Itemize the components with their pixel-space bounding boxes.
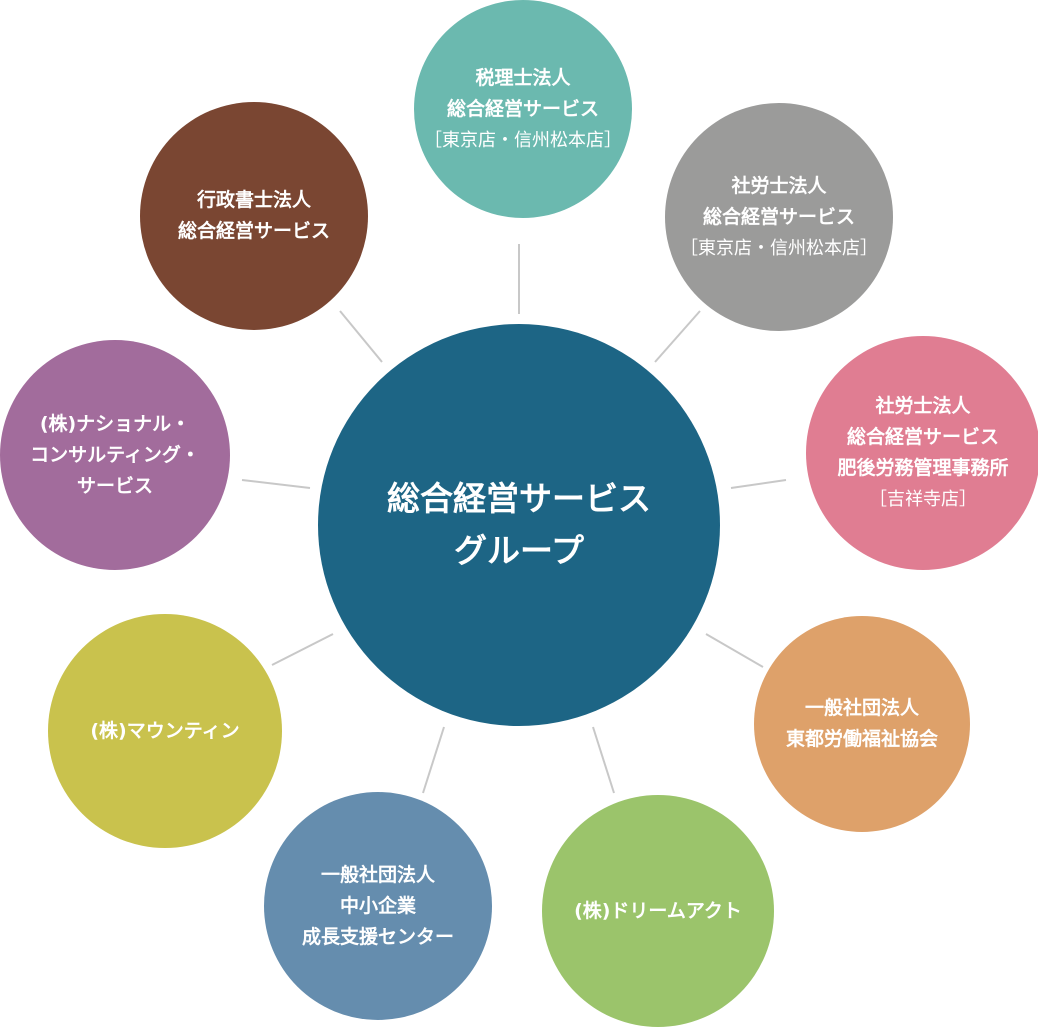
group-hub-circle: 総合経営サービス グループ [318, 324, 720, 726]
member-branch-note: ［東京店・信州松本店］ [424, 129, 622, 151]
member-label-line: (株)マウンティン [90, 719, 240, 742]
member-sharoushi-houjin-tokyo: 社労士法人 総合経営サービス ［東京店・信州松本店］ [665, 103, 893, 331]
member-label-line: 成長支援センター [301, 925, 454, 948]
member-touto-roudou-fukushi: 一般社団法人 東都労働福祉協会 [754, 616, 970, 832]
member-label-line: 中小企業 [339, 894, 416, 917]
connector-national [241, 479, 311, 489]
member-label-line: 社労士法人 [731, 174, 827, 197]
member-label-line: 肥後労務管理事務所 [837, 457, 1009, 479]
member-branch-note: ［東京店・信州松本店］ [680, 237, 878, 259]
member-label-line: コンサルティング・ [30, 443, 200, 466]
connector-sharoushi-higo [730, 479, 787, 489]
connector-sharoushi-tokyo [654, 310, 701, 363]
member-label-line: 総合経営サービス [446, 97, 599, 120]
member-label-line: 一般社団法人 [804, 697, 919, 719]
member-label-line: 総合経営サービス [702, 205, 855, 228]
connector-chusho [422, 726, 445, 794]
member-national-consulting: (株)ナショナル・ コンサルティング・ サービス [0, 340, 230, 570]
connector-mountain [271, 633, 334, 666]
member-chusho-kigyou-center: 一般社団法人 中小企業 成長支援センター [264, 792, 492, 1020]
connector-roufuku [705, 633, 764, 668]
member-branch-note: ［吉祥寺店］ [869, 489, 977, 510]
member-label-line: 行政書士法人 [196, 189, 311, 211]
member-label-line: 一般社団法人 [320, 863, 435, 886]
member-mountain: (株)マウンティン [48, 614, 282, 848]
connector-gyosei [339, 310, 383, 363]
connector-dreamact [592, 726, 615, 794]
member-gyousei-shoshi-houjin: 行政書士法人 総合経営サービス [140, 102, 368, 330]
member-dream-act: (株)ドリームアクト [542, 795, 774, 1027]
member-label-line: 税理士法人 [475, 66, 571, 89]
member-label-line: 社労士法人 [875, 395, 971, 417]
hub-title-line-1: 総合経営サービス [387, 479, 651, 518]
member-label-line: (株)ナショナル・ [39, 412, 191, 435]
hub-title-line-2: グループ [453, 531, 585, 570]
member-sharoushi-houjin-higo: 社労士法人 総合経営サービス 肥後労務管理事務所 ［吉祥寺店］ [806, 336, 1038, 570]
member-label-line: 総合経営サービス [846, 426, 999, 448]
member-label-line: サービス [76, 474, 153, 497]
member-label-line: (株)ドリームアクト [574, 899, 742, 922]
member-label-line: 東都労働福祉協会 [785, 728, 938, 750]
member-zeirishi-houjin: 税理士法人 総合経営サービス ［東京店・信州松本店］ [414, 0, 632, 218]
member-label-line: 総合経営サービス [177, 220, 330, 242]
